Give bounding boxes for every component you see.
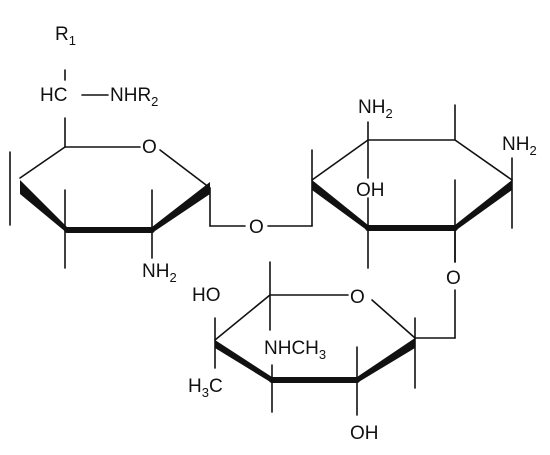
label-ring1-amine: NH2 (142, 261, 177, 285)
label-ring1-oxygen: O (142, 137, 157, 158)
ring-3 (214, 261, 456, 416)
label-ring3-hydroxyl-bottom: OH (350, 423, 379, 444)
label-ring3-methylamine: NHCH3 (264, 338, 326, 362)
label-ring2-amine-right: NH2 (502, 134, 537, 158)
label-bridge-oxygen-2: O (446, 268, 461, 289)
label-bridge-oxygen-1: O (249, 217, 264, 238)
label-ring2-hydroxyl: OH (356, 180, 385, 201)
label-r1: R1 (55, 24, 76, 48)
label-ring3-hydroxyl-left: HO (192, 285, 221, 306)
ring-2 (311, 104, 513, 269)
label-ring3-methyl: H3C (188, 376, 223, 400)
label-nhr2: NHR2 (110, 85, 158, 109)
atom-labels: R1 HC NHR2 O NH2 O NH2 OH NH2 O O HO NHC… (40, 24, 537, 444)
label-ring3-oxygen: O (350, 287, 365, 308)
label-hc: HC (40, 85, 67, 106)
label-ring2-amine-top: NH2 (358, 97, 393, 121)
ring-1 (9, 69, 246, 269)
